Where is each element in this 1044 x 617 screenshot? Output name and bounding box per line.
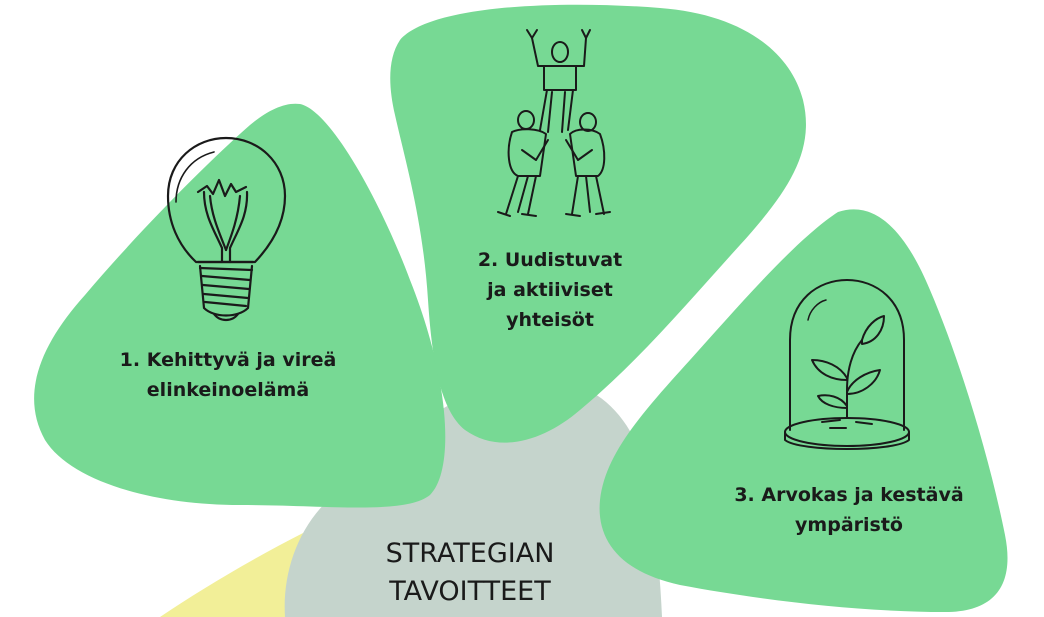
- lightbulb-icon: [166, 136, 287, 322]
- goal-3-petal: [599, 209, 1008, 613]
- teamwork-people-icon: [497, 29, 611, 217]
- plant-in-glass-dome-icon: [784, 279, 910, 450]
- goal-2-petal: [390, 4, 806, 443]
- center-title: STRATEGIAN TAVOITTEET: [385, 538, 555, 607]
- center-hub-shape: [284, 378, 662, 617]
- goal-1-label: 1. Kehittyvä ja vireä elinkeinoelämä: [119, 349, 337, 401]
- goal-3-label: 3. Arvokas ja kestävä ympäristö: [734, 484, 964, 536]
- goal-2-label: 2. Uudistuvat ja aktiiviset yhteisöt: [477, 249, 623, 331]
